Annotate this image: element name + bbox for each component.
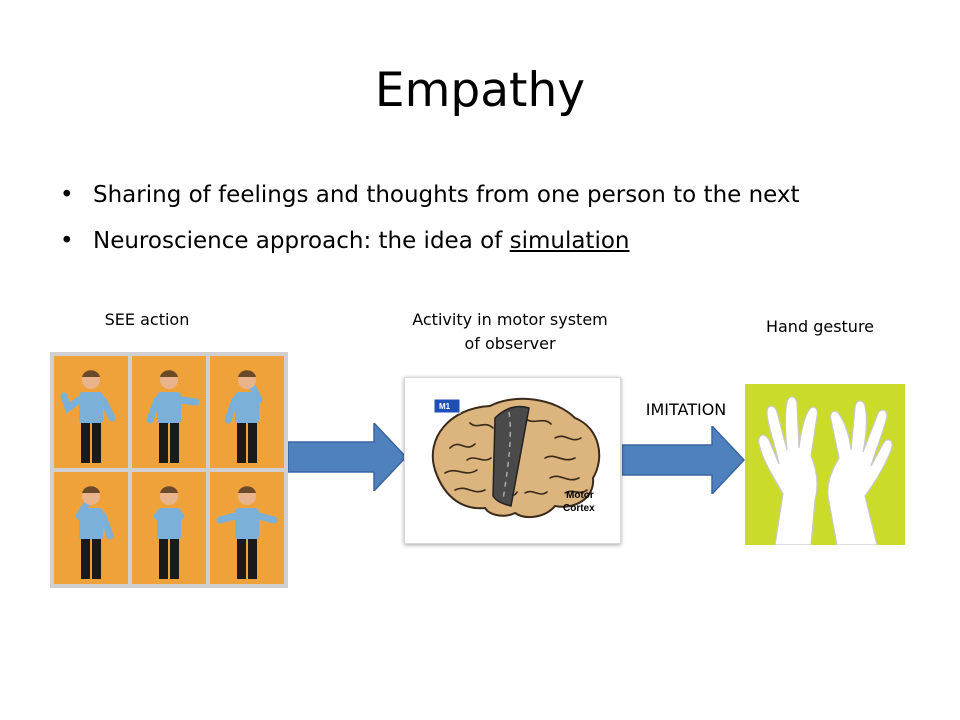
arrow-right-icon <box>288 423 408 491</box>
road-sign-icon <box>433 398 461 414</box>
see-action-label: SEE action <box>104 310 190 329</box>
road-sign-text: M1 <box>439 402 451 411</box>
motor-activity-label: Activity in motor system of observer <box>380 308 640 356</box>
brain-motor-cortex-figure: M1 Motor Cortex <box>404 377 621 544</box>
imitation-label: IMITATION <box>645 400 727 419</box>
bullet-item: • Sharing of feelings and thoughts from … <box>60 172 800 218</box>
bullet-dot: • <box>60 228 74 254</box>
gesture-photo-grid <box>50 352 288 588</box>
brain-icon: M1 Motor Cortex <box>431 397 601 519</box>
motor-activity-line1: Activity in motor system <box>412 310 608 329</box>
underlined-term: simulation <box>509 228 630 254</box>
gesture-photo <box>210 472 284 584</box>
slide-title: Empathy <box>374 63 586 118</box>
motor-activity-line2: of observer <box>464 334 556 353</box>
gesture-photo <box>210 356 284 468</box>
bullet-text: Neuroscience approach: the idea of <box>93 228 510 254</box>
bullet-dot: • <box>60 182 74 208</box>
bullet-item: • Neuroscience approach: the idea of sim… <box>60 218 800 264</box>
hands-icon <box>758 396 893 545</box>
arrow-right-icon <box>622 426 746 494</box>
hand-gesture-picture <box>745 384 905 545</box>
gesture-photo <box>132 356 206 468</box>
bullet-text: Sharing of feelings and thoughts from on… <box>93 182 800 208</box>
gesture-photo <box>54 472 128 584</box>
gesture-photo <box>54 356 128 468</box>
gesture-photo <box>132 472 206 584</box>
bullet-list: • Sharing of feelings and thoughts from … <box>60 172 800 264</box>
cortex-label: Cortex <box>563 503 595 514</box>
hand-gesture-label: Hand gesture <box>765 317 875 336</box>
motor-label: Motor <box>566 490 594 501</box>
